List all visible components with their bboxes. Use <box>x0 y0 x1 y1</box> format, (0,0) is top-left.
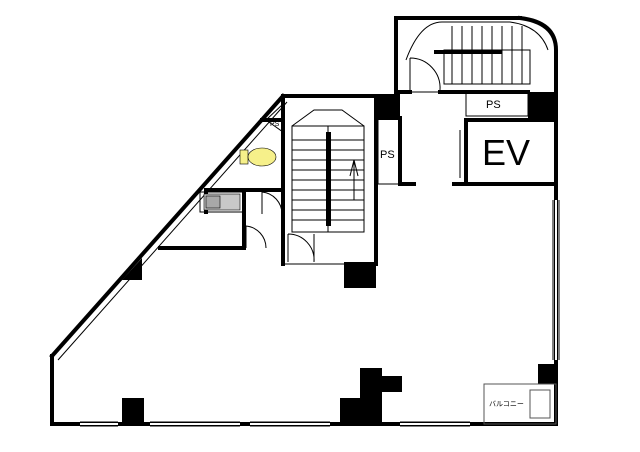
ev-label: EV <box>482 132 530 173</box>
ps-shaft-middle <box>374 116 416 186</box>
ps-top-label: PS <box>486 99 501 111</box>
elevator <box>452 118 558 186</box>
upper-stair-treads <box>451 26 523 84</box>
window-marks <box>80 200 560 427</box>
columns <box>122 92 556 424</box>
upper-stair <box>398 21 549 94</box>
stair-treads <box>292 139 364 221</box>
balcony <box>483 383 557 425</box>
outer-walls <box>49 15 558 426</box>
ps-shaft-top <box>464 90 558 122</box>
central-stair <box>281 94 378 266</box>
sink-icon <box>203 193 241 211</box>
toilet-room <box>204 102 285 215</box>
balcony-label: バルコニー <box>489 400 524 408</box>
ps-mid-label: PS <box>380 149 395 161</box>
kitchenette <box>158 188 267 250</box>
ps-small-label: PS <box>270 121 280 128</box>
toilet-icon <box>239 147 277 167</box>
